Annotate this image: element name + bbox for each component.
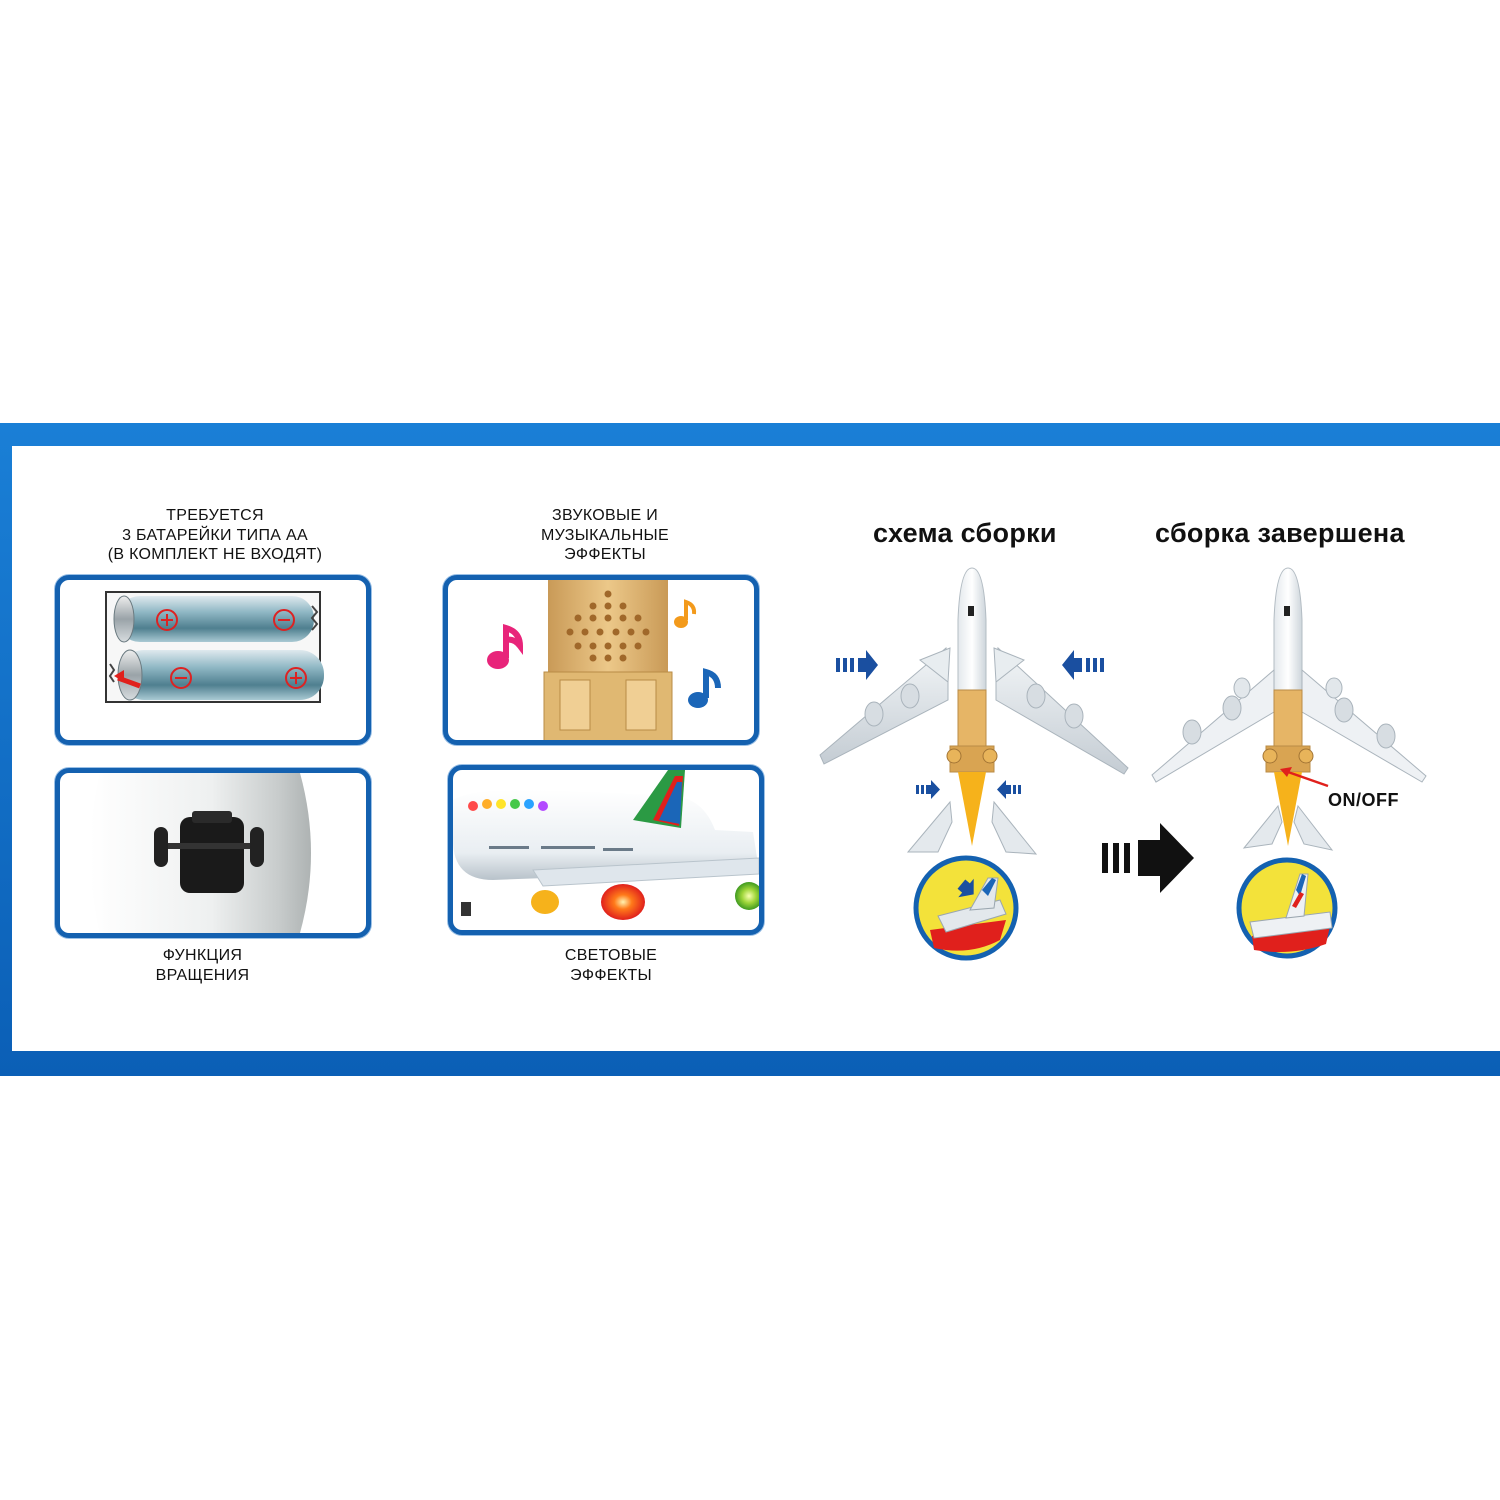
sound-caption: ЗВУКОВЫЕ И МУЗЫКАЛЬНЫЕ ЭФФЕКТЫ xyxy=(540,507,669,563)
rotation-caption: ФУНКЦИЯ ВРАЩЕНИЯ xyxy=(155,947,250,984)
light-panel xyxy=(448,765,764,935)
feature-banner xyxy=(0,423,1500,1076)
rotation-panel xyxy=(55,768,371,938)
on-off-switch-label: ON/OFF xyxy=(1328,790,1399,810)
assembly-done-title: сборка завершена xyxy=(1155,518,1405,548)
music-note-icon xyxy=(487,624,524,669)
next-step-arrow-icon xyxy=(1102,823,1194,893)
tail-assembled-badge xyxy=(1236,857,1338,959)
airplane-light-icon xyxy=(453,770,759,920)
battery-icon xyxy=(105,591,324,703)
speaker-icon xyxy=(487,580,721,740)
wheel-icon xyxy=(90,773,311,933)
assembly-scheme-title: схема сборки xyxy=(873,518,1057,548)
sound-panel xyxy=(443,575,759,745)
assembled-airplane xyxy=(1151,567,1427,959)
battery-panel xyxy=(55,575,371,745)
light-caption: СВЕТОВЫЕ ЭФФЕКТЫ xyxy=(564,947,658,984)
tail-detail-badge xyxy=(913,855,1019,961)
assembly-diagram xyxy=(819,567,1129,961)
banner-content-area xyxy=(12,446,1500,1051)
battery-caption: ТРЕБУЕТСЯ 3 БАТАРЕЙКИ ТИПА АА (В КОМПЛЕК… xyxy=(107,507,323,563)
